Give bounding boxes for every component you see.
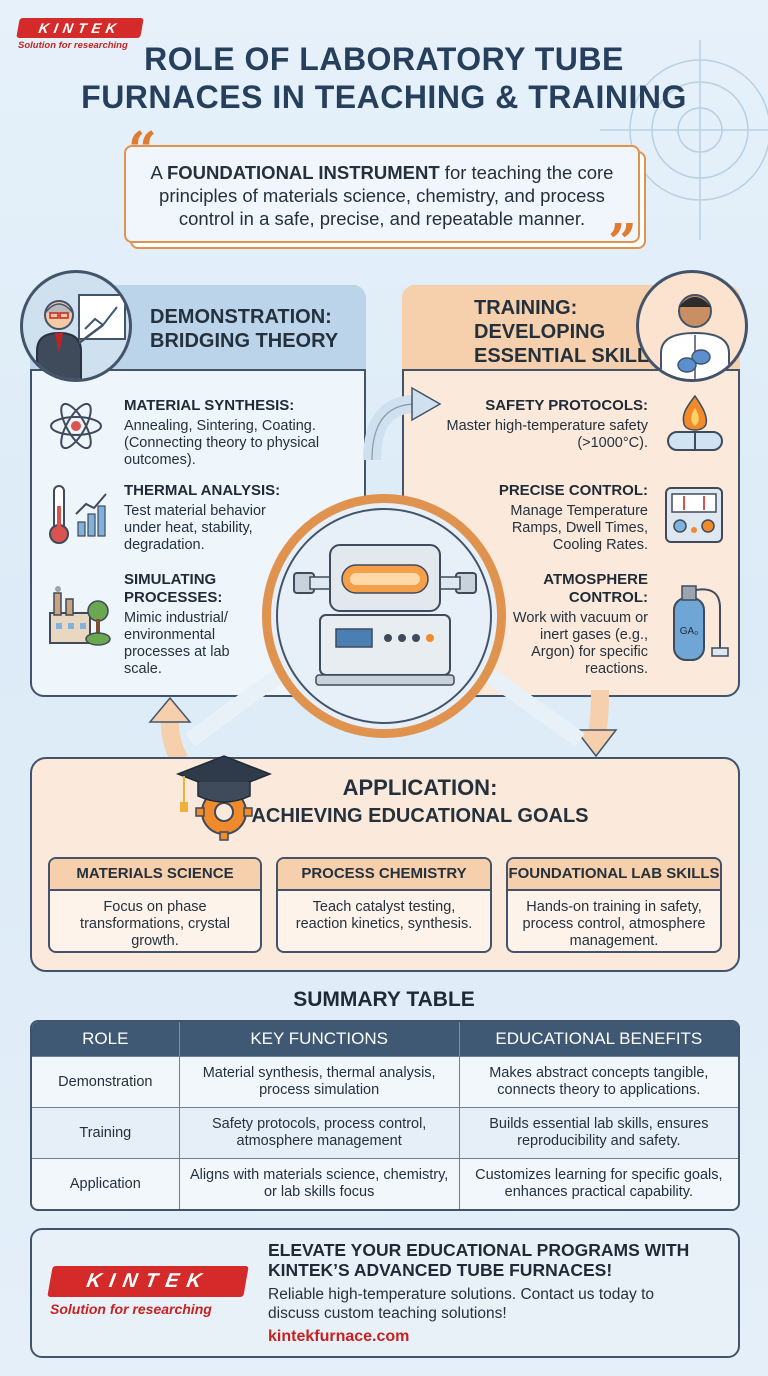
simulating-processes-text: Mimic industrial/ environmental processe… <box>124 610 230 677</box>
kintek-logo-cta[interactable]: KINTEK Solution for researching <box>47 1266 249 1317</box>
card-foundational-lab-skills: FOUNDATIONAL LAB SKILLS Hands-on trainin… <box>506 857 722 953</box>
kintek-logo-tagline: Solution for researching <box>18 40 128 51</box>
table-cell: Demonstration <box>32 1056 180 1107</box>
card-process-chemistry-title: PROCESS CHEMISTRY <box>278 859 490 891</box>
material-synthesis-title: MATERIAL SYNTHESIS: <box>124 397 295 414</box>
furnace-hub-inner-ring <box>276 508 492 724</box>
summary-header-key-functions: KEY FUNCTIONS <box>179 1022 460 1056</box>
table-row: Training Safety protocols, process contr… <box>32 1107 738 1158</box>
intro-quote-box: A FOUNDATIONAL INSTRUMENT for teaching t… <box>124 145 640 243</box>
thermometer-chart-icon <box>49 485 107 544</box>
background-gear-decoration <box>600 40 768 240</box>
demonstration-heading-line1: DEMONSTRATION: <box>150 306 332 328</box>
atmosphere-control-text: Work with vacuum or inert gases (e.g., A… <box>512 610 648 677</box>
atmosphere-control-title-text: ATMOSPHERE CONTROL: <box>543 571 648 606</box>
thermal-analysis-text: Test material behavior under heat, stabi… <box>124 503 266 553</box>
card-process-chemistry: PROCESS CHEMISTRY Teach catalyst testing… <box>276 857 492 953</box>
table-cell: Application <box>32 1158 180 1209</box>
table-cell: Safety protocols, process control, atmos… <box>179 1107 460 1158</box>
kintek-logo[interactable]: KINTEK Solution for researching <box>16 18 144 51</box>
control-panel-icon <box>665 487 723 543</box>
table-cell: Builds essential lab skills, ensures rep… <box>459 1107 738 1158</box>
training-heading-line2: DEVELOPING <box>474 321 606 343</box>
card-process-chemistry-text: Teach catalyst testing, reaction kinetic… <box>295 899 473 932</box>
quote-bold: FOUNDATIONAL INSTRUMENT <box>166 162 440 183</box>
kintek-logo-cta-wordmark: KINTEK <box>47 1266 249 1297</box>
table-cell: Makes abstract concepts tangible, connec… <box>459 1056 738 1107</box>
application-heading-line1: APPLICATION: <box>342 775 498 800</box>
cta-heading: ELEVATE YOUR EDUCATIONAL PROGRAMS WITH K… <box>268 1240 690 1280</box>
website-link[interactable]: kintekfurnace.com <box>268 1328 410 1345</box>
material-synthesis-text: Annealing, Sintering, Coating. (Connecti… <box>124 418 320 468</box>
precise-control-title: PRECISE CONTROL: <box>498 482 648 499</box>
gas-cylinder-icon: GA₀ <box>673 585 729 661</box>
table-cell: Training <box>32 1107 180 1158</box>
summary-table-title: SUMMARY TABLE <box>293 988 475 1011</box>
summary-header-role: ROLE <box>32 1022 180 1056</box>
thermal-analysis-title: THERMAL ANALYSIS: <box>124 482 281 499</box>
summary-header-educational-benefits: EDUCATIONAL BENEFITS <box>459 1022 738 1056</box>
safety-protocols-text: Master high-temperature safety (>1000°C)… <box>446 418 648 451</box>
atom-icon <box>50 402 102 450</box>
application-heading: APPLICATION: ACHIEVING EDUCATIONAL GOALS <box>210 775 630 828</box>
close-quote-mark: ” <box>608 212 637 271</box>
kintek-logo-cta-tagline: Solution for researching <box>50 1301 212 1317</box>
card-foundational-lab-skills-title: FOUNDATIONAL LAB SKILLS <box>508 859 720 891</box>
card-foundational-lab-skills-text: Hands-on training in safety, process con… <box>522 899 706 949</box>
table-cell: Material synthesis, thermal analysis, pr… <box>179 1056 460 1107</box>
page-title-line2: FURNACES IN TEACHING & TRAINING <box>81 79 687 115</box>
quote-prefix: A <box>150 162 167 183</box>
quote-rest: for teaching the core principles of mate… <box>159 162 614 229</box>
summary-table: ROLE KEY FUNCTIONS EDUCATIONAL BENEFITS … <box>30 1020 740 1211</box>
scientist-avatar <box>636 270 748 382</box>
demonstration-heading: DEMONSTRATION: BRIDGING THEORY <box>150 305 338 353</box>
cylinder-label: GA₀ <box>680 626 699 637</box>
teacher-avatar <box>20 270 132 382</box>
table-cell: Aligns with materials science, chemistry… <box>179 1158 460 1209</box>
training-heading-line1: TRAINING: <box>474 297 578 319</box>
table-row: Demonstration Material synthesis, therma… <box>32 1056 738 1107</box>
training-heading-line3: ESSENTIAL SKILLS <box>474 345 663 367</box>
application-heading-line2: ACHIEVING EDUCATIONAL GOALS <box>251 805 589 827</box>
card-materials-science: MATERIALS SCIENCE Focus on phase transfo… <box>48 857 262 953</box>
atmosphere-control-title: ATMOSPHERE CONTROL: <box>430 571 648 607</box>
demonstration-heading-line2: BRIDGING THEORY <box>150 330 339 352</box>
card-materials-science-text: Focus on phase transformations, crystal … <box>80 899 230 949</box>
card-materials-science-title: MATERIALS SCIENCE <box>50 859 260 891</box>
training-heading: TRAINING: DEVELOPING ESSENTIAL SKILLS <box>474 296 663 368</box>
summary-table-header-row: ROLE KEY FUNCTIONS EDUCATIONAL BENEFITS <box>32 1022 738 1056</box>
cta-text: Reliable high-temperature solutions. Con… <box>268 1286 654 1322</box>
precise-control-text: Manage Temperature Ramps, Dwell Times, C… <box>510 503 648 553</box>
table-row: Application Aligns with materials scienc… <box>32 1158 738 1209</box>
tube-furnace-icon <box>293 544 477 686</box>
graduation-cap-gear-icon <box>175 755 272 841</box>
simulating-processes-title: SIMULATING PROCESSES: <box>124 571 223 606</box>
safety-protocols-title: SAFETY PROTOCOLS: <box>485 397 648 414</box>
factory-tree-icon <box>49 586 111 646</box>
page-title-line1: ROLE OF LABORATORY TUBE <box>144 41 624 77</box>
flame-goggles-icon <box>667 394 723 451</box>
page-title: ROLE OF LABORATORY TUBE FURNACES IN TEAC… <box>0 40 768 116</box>
table-cell: Customizes learning for specific goals, … <box>459 1158 738 1209</box>
